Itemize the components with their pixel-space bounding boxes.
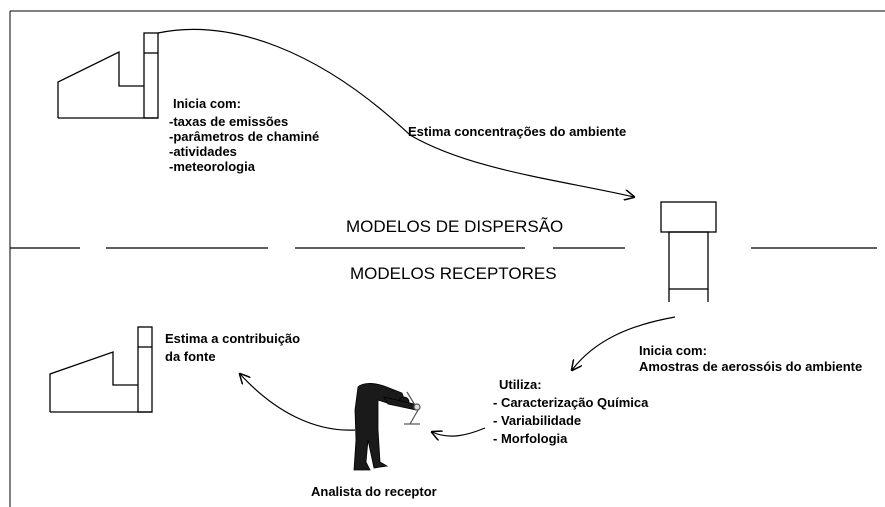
uses-intro: Utiliza: [499,377,542,392]
uses-item: - Variabilidade [493,413,582,428]
sampler-icon [660,201,717,302]
dispersion-models-heading: MODELOS DE DISPERSÃO [346,217,564,236]
uses-list: - Caracterização Química - Variabilidade… [493,394,648,448]
factory-bottom-icon [49,326,153,413]
estimate-contribution-line2: da fonte [165,349,216,364]
analyst-label: Analista do receptor [311,484,437,499]
analyst-to-source-arrow [240,374,356,431]
receptor-samples: Amostras de aerossóis do ambiente [639,359,863,374]
sampler-to-uses-arrow [572,316,676,370]
source-intro: Inicia com: [173,96,241,111]
receptor-models-heading: MODELOS RECEPTORES [350,264,557,283]
receptor-intro: Inicia com: [639,343,707,358]
factory-top-icon [57,32,159,119]
source-input-item: -taxas de emissões [169,114,289,129]
microscope-icon [404,391,421,425]
analyst-figure [353,383,417,471]
source-input-item: -parâmetros de chaminé [169,129,320,144]
uses-to-analyst-arrow [432,427,486,436]
dispersion-curve-arrow [157,28,634,197]
source-input-item: -meteorologia [169,159,255,174]
source-input-item: -atividades [169,144,237,159]
estimate-contribution-line1: Estima a contribuição [165,331,301,346]
uses-item: - Caracterização Química [493,395,649,410]
estimate-ambient-label: Estima concentrações do ambiente [408,124,627,139]
uses-item: - Morfologia [493,431,568,446]
source-inputs-list: -taxas de emissões -parâmetros de chamin… [169,114,319,174]
